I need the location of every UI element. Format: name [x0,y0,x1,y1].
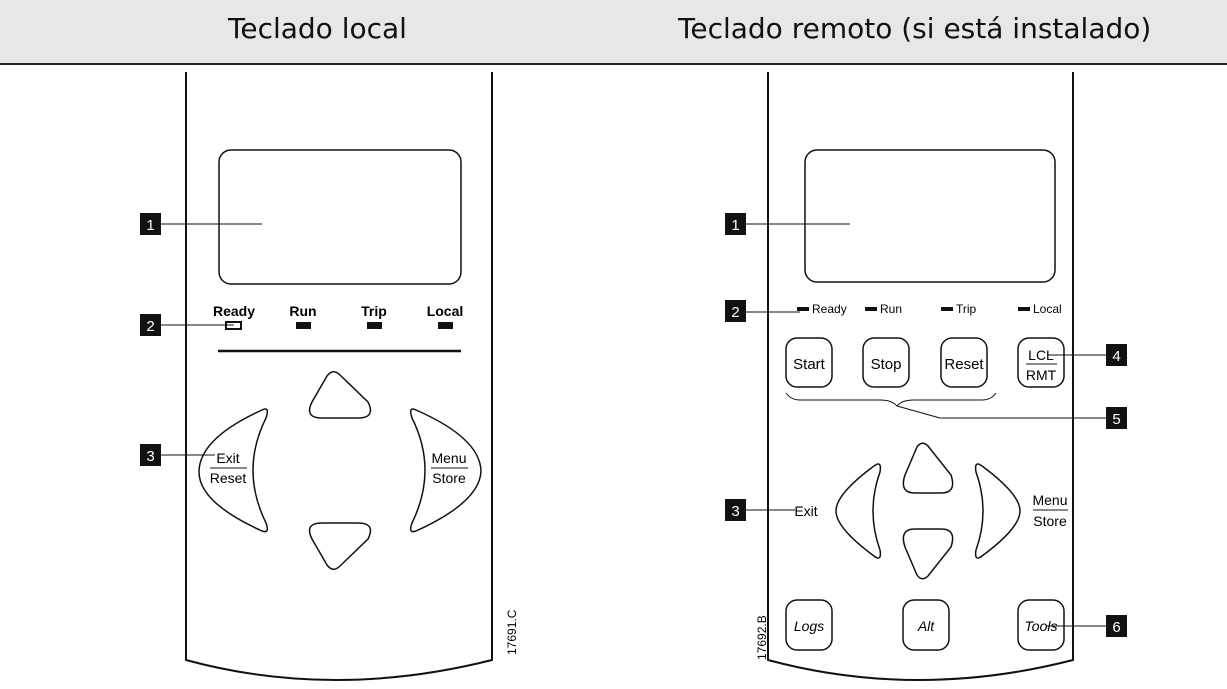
remote-lcl-rmt-button[interactable] [1017,337,1065,388]
remote-right-button[interactable] [974,463,1021,559]
remote-callout-6: 6 [1112,619,1120,636]
remote-start-button[interactable] [785,337,833,388]
local-up-button[interactable] [308,371,372,419]
local-led-local-label: Local [427,303,464,319]
local-keypad-body [185,72,493,681]
remote-callout-1: 1 [731,217,739,234]
remote-led-local-label: Local [1033,302,1062,316]
local-led-run-label: Run [289,303,316,319]
local-led-ready-label: Ready [213,303,255,319]
remote-keypad-body [767,72,1074,681]
remote-logs-label: Logs [794,618,824,634]
remote-callout-4: 4 [1112,348,1120,365]
remote-callout-2: 2 [731,304,739,321]
local-keypad: Ready Run Trip Local Exit Reset Menu Sto… [140,72,519,681]
local-led-trip [367,322,382,329]
remote-reset-label: Reset [944,356,984,373]
remote-tools-button[interactable] [1017,599,1065,651]
remote-left-button[interactable] [835,463,882,559]
local-exit-reset-button[interactable] [198,408,269,533]
remote-start-label: Start [793,356,826,373]
remote-led-trip-label: Trip [956,302,977,316]
local-callout-1-box [140,213,161,235]
local-keypad-title: Teclado local [228,12,407,45]
remote-keypad-title: Teclado remoto (si está instalado) [678,12,1152,45]
local-figure-code: 17691.C [505,609,519,655]
local-callout-2-box [140,314,161,336]
remote-logs-button[interactable] [785,599,833,651]
local-callout-1: 1 [146,217,154,234]
remote-callout-2-box [725,300,746,322]
local-callout-3: 3 [146,448,154,465]
remote-callout-1-box [725,213,746,235]
local-led-run [296,322,311,329]
remote-lcd-screen [804,149,1056,283]
remote-store-label: Store [1033,513,1067,529]
remote-callout-5-box [1106,407,1127,429]
remote-figure-code: 17692.B [755,615,769,660]
remote-alt-button[interactable] [902,599,950,651]
remote-led-ready [797,307,809,311]
remote-stop-label: Stop [871,356,902,373]
remote-function-bracket [785,392,997,407]
remote-callout-5: 5 [1112,411,1120,428]
remote-lcl-label: LCL [1028,347,1054,363]
header-band: Teclado local Teclado remoto (si está in… [0,0,1227,65]
remote-exit-label: Exit [794,503,817,519]
remote-led-trip [941,307,953,311]
remote-led-run [865,307,877,311]
local-callout-3-box [140,444,161,466]
local-store-label: Store [432,470,466,486]
remote-callout-3: 3 [731,503,739,520]
local-led-local [438,322,453,329]
local-led-trip-label: Trip [361,303,387,319]
remote-rmt-label: RMT [1026,367,1057,383]
remote-menu-label: Menu [1032,492,1067,508]
remote-led-local [1018,307,1030,311]
local-reset-label: Reset [210,470,247,486]
remote-down-button[interactable] [902,528,954,580]
remote-keypad: Ready Run Trip Local Start Stop Reset LC… [725,72,1127,681]
remote-callout-5-leader [896,405,941,419]
remote-callout-6-box [1106,615,1127,637]
remote-reset-button[interactable] [940,337,988,388]
remote-callout-3-box [725,499,746,521]
local-exit-label: Exit [216,450,239,466]
local-callout-2: 2 [146,318,154,335]
remote-led-ready-label: Ready [812,302,847,316]
remote-tools-label: Tools [1025,618,1058,634]
remote-up-button[interactable] [902,442,954,494]
remote-callout-4-box [1106,344,1127,366]
local-lcd-screen [218,149,462,285]
remote-led-run-label: Run [880,302,902,316]
local-down-button[interactable] [308,522,372,570]
local-menu-label: Menu [431,450,466,466]
local-menu-store-button[interactable] [409,408,482,533]
remote-stop-button[interactable] [862,337,910,388]
remote-alt-label: Alt [917,618,935,634]
